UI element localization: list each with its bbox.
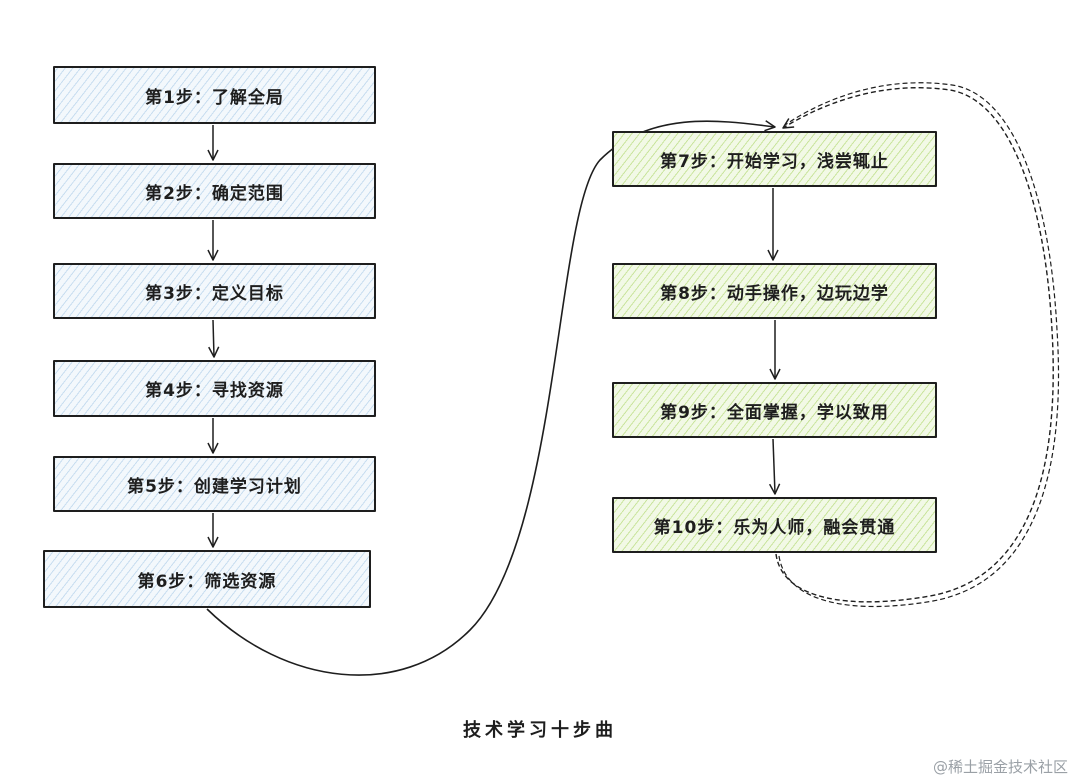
- step-1-label: 第1步：了解全局: [145, 87, 284, 108]
- edge-6-7: [206, 120, 776, 676]
- edge-3-4: [208, 319, 220, 358]
- step-3-box: 第3步：定义目标: [53, 263, 376, 319]
- step-6-box: 第6步：筛选资源: [43, 550, 371, 608]
- step-7-label: 第7步：开始学习，浅尝辄止: [660, 151, 889, 172]
- step-4-label: 第4步：寻找资源: [145, 381, 284, 401]
- step-2-label: 第2步：确定范围: [145, 183, 284, 204]
- step-1-box: 第1步：了解全局: [53, 66, 376, 124]
- step-4-box: 第4步：寻找资源: [53, 360, 376, 417]
- edge-10-7-loop: [775, 87, 1054, 603]
- step-5-label: 第5步：创建学习计划: [127, 476, 302, 497]
- step-9-box: 第9步：全面掌握，学以致用: [612, 382, 937, 438]
- step-6-label: 第6步：筛选资源: [137, 571, 277, 592]
- edge-10-7-loop-sketch: [778, 82, 1060, 608]
- diagram-caption: 技术学习十步曲: [463, 720, 617, 741]
- step-3-label: 第3步：定义目标: [145, 283, 284, 304]
- step-8-box: 第8步：动手操作，边玩边学: [612, 263, 937, 319]
- step-2-box: 第2步：确定范围: [53, 163, 376, 219]
- step-8-label: 第8步：动手操作，边玩边学: [660, 283, 889, 304]
- step-7-box: 第7步：开始学习，浅尝辄止: [612, 131, 937, 187]
- step-10-box: 第10步：乐为人师，融会贯通: [612, 497, 937, 553]
- watermark: @稀土掘金技术社区: [932, 758, 1068, 776]
- step-9-label: 第9步：全面掌握，学以致用: [660, 402, 889, 423]
- edge-9-10: [768, 438, 781, 495]
- step-10-label: 第10步：乐为人师，融会贯通: [653, 517, 896, 538]
- step-5-box: 第5步：创建学习计划: [53, 456, 376, 512]
